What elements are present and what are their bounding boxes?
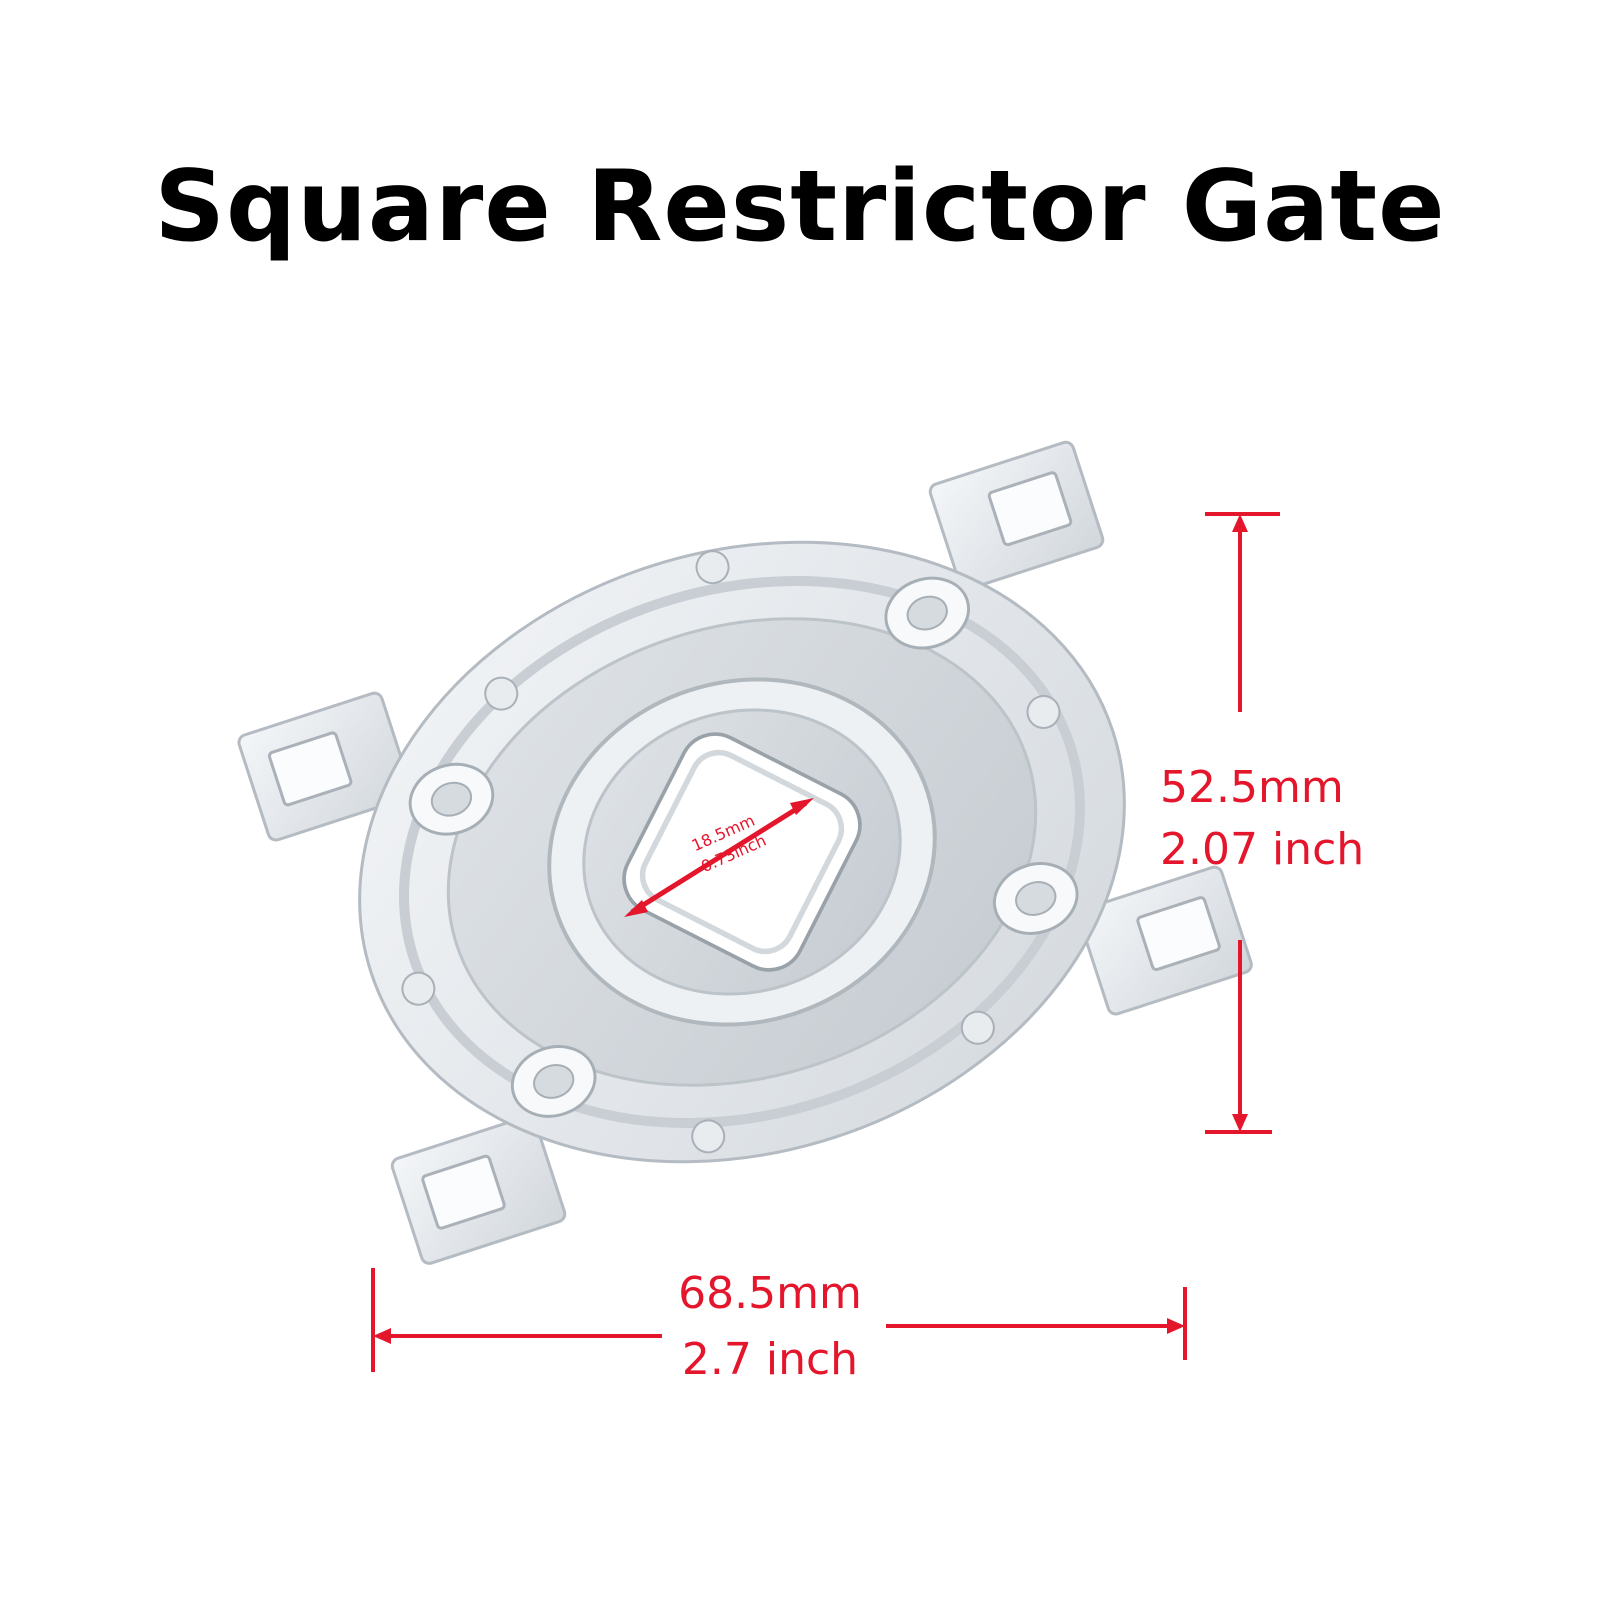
width-imperial: 2.7 inch [681,1334,859,1385]
width-metric: 68.5mm [678,1268,862,1319]
restrictor-gate-image [237,440,1253,1265]
height-dimension [1205,512,1280,1134]
width-dimension-label: 68.5mm 2.7 inch [660,1272,880,1382]
height-imperial: 2.07 inch [1160,824,1365,875]
height-dimension-label: 52.5mm 2.07 inch [1160,766,1364,872]
inner-dimension [624,798,814,917]
height-metric: 52.5mm [1160,762,1344,813]
width-dimension [371,1268,1187,1372]
alignment-pegs [401,550,1061,1154]
tab-slots [267,471,1221,1230]
page-title: Square Restrictor Gate [154,150,1446,264]
